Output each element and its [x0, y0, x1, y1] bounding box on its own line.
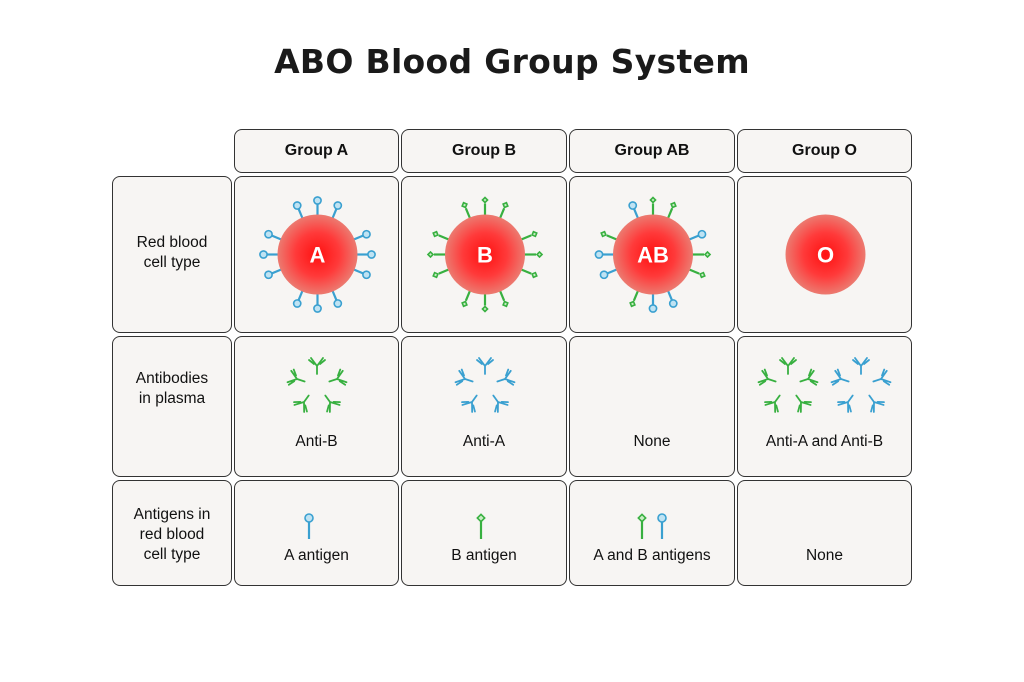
antigens-cell-group-a: A antigen: [234, 480, 399, 586]
b-antigen-icon: [476, 513, 486, 539]
antibody-icon: [328, 368, 348, 386]
red-blood-cell-icon: [445, 214, 525, 295]
b-antigen-icon: [481, 292, 489, 313]
antigens-text: None: [805, 547, 844, 564]
antibody-icon: [837, 394, 854, 413]
anti-a-and-anti-b-antibodies-icon: [757, 357, 892, 413]
rbc-cell-group-ab: AB: [569, 176, 735, 333]
antibody-icon: [324, 394, 341, 413]
header-group-a: Group A: [234, 129, 399, 173]
red-blood-cell-a-icon: A: [259, 196, 376, 313]
antigens-cell-group-b: B antigen: [401, 480, 567, 586]
row-label-antigens: Antigens in red blood cell type: [112, 480, 232, 586]
antibodies-cell-group-ab: None: [569, 336, 735, 477]
antibodies-text: None: [633, 433, 671, 450]
red-blood-cell-icon: [613, 214, 693, 295]
antibody-icon: [779, 357, 797, 375]
antibody-icon: [308, 357, 326, 375]
rbc-cell-group-o: O: [737, 176, 912, 333]
red-blood-cell-icon: [277, 214, 358, 295]
antibody-icon: [830, 368, 850, 386]
b-antigen-icon: [476, 513, 486, 539]
red-blood-cell-o-icon: O: [785, 214, 866, 295]
antibody-icon: [286, 368, 306, 386]
antibody-icon: [868, 394, 885, 413]
a-antigen-icon: [657, 513, 667, 539]
a-antigen-icon: [648, 292, 658, 313]
a-antigen-icon: [304, 513, 314, 539]
blood-type-letter: B: [477, 243, 493, 268]
a-antigen-icon: [355, 250, 376, 259]
antibody-icon: [454, 368, 474, 386]
b-antigen-icon: [426, 250, 447, 259]
blood-type-letter: A: [310, 243, 326, 268]
antibody-icon: [757, 368, 777, 386]
antibodies-cell-group-o: Anti-A and Anti-B: [737, 336, 912, 477]
a-antigen-icon: [304, 513, 314, 539]
antigens-text: A antigen: [284, 547, 349, 564]
antibody-icon: [293, 394, 310, 413]
antigens-text: B antigen: [451, 547, 517, 564]
row-label-rbc: Red blood cell type: [112, 176, 232, 333]
antibody-icon: [461, 394, 478, 413]
red-blood-cell-b-icon: B: [426, 196, 544, 313]
antibody-icon: [492, 394, 509, 413]
antigens-cell-group-ab: A and B antigens: [569, 480, 735, 586]
antibodies-text: Anti-B: [295, 433, 338, 450]
header-group-ab: Group AB: [569, 129, 735, 173]
antibody-icon: [764, 394, 781, 413]
antibody-icon: [496, 368, 516, 386]
a-antigen-icon: [313, 292, 322, 313]
antigens-text: A and B antigens: [593, 547, 711, 564]
b-antigen-icon: [481, 196, 489, 217]
antibodies-text: Anti-A: [462, 433, 506, 450]
red-blood-cell-icon: [785, 214, 866, 295]
antibodies-cell-group-b: Anti-A: [401, 336, 567, 477]
page-title: ABO Blood Group System: [274, 42, 750, 81]
anti-a-antibodies-icon: [454, 357, 516, 413]
b-antigen-icon: [523, 250, 544, 259]
b-antigen-icon: [637, 513, 647, 539]
row-label-antibodies: Antibodies in plasma: [112, 336, 232, 477]
blood-type-letter: AB: [637, 243, 669, 268]
antibody-icon: [476, 357, 494, 375]
antibodies-cell-group-a: Anti-B: [234, 336, 399, 477]
blood-type-letter: O: [817, 243, 834, 268]
a-antigen-icon: [313, 196, 322, 217]
red-blood-cell-ab-icon: AB: [594, 196, 712, 313]
a-and-b-antigens-icon: [637, 513, 667, 539]
header-group-b: Group B: [401, 129, 567, 173]
b-antigen-icon: [649, 196, 657, 217]
rbc-cell-group-b: B: [401, 176, 567, 333]
rbc-cell-group-a: A: [234, 176, 399, 333]
anti-b-antibodies-icon: [286, 357, 348, 413]
b-antigen-icon: [691, 250, 712, 259]
antibody-icon: [872, 368, 892, 386]
antibodies-text: Anti-A and Anti-B: [765, 433, 884, 450]
antibody-icon: [795, 394, 812, 413]
antibody-icon: [852, 357, 870, 375]
antigens-cell-group-o: None: [737, 480, 912, 586]
antibody-icon: [799, 368, 819, 386]
a-antigen-icon: [259, 250, 280, 259]
header-group-o: Group O: [737, 129, 912, 173]
a-antigen-icon: [594, 250, 615, 259]
